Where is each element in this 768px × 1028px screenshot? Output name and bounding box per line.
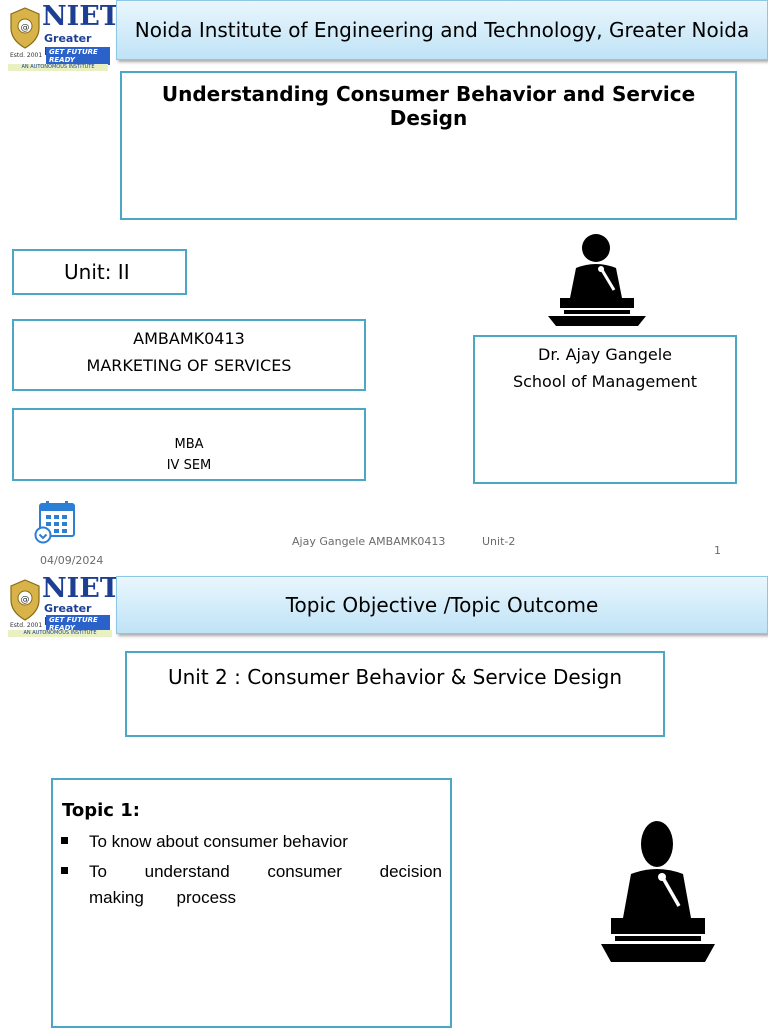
bullet-square-icon <box>61 837 68 844</box>
logo-tagline: GET FUTURE READY <box>46 47 110 65</box>
topic-header: Topic Objective /Topic Outcome <box>116 576 768 634</box>
list-item: To understand consumer decision making p… <box>53 859 442 911</box>
institute-title: Noida Institute of Engineering and Techn… <box>134 18 750 42</box>
svg-text:@: @ <box>21 23 30 33</box>
logo-wordmark: NIET <box>42 1 120 32</box>
course-info-box: AMBAMK0413 MARKETING OF SERVICES <box>12 319 366 391</box>
unit-label: Unit: II <box>64 260 130 284</box>
logo-footer-band: AN AUTONOMOUS INSTITUTE <box>8 630 112 637</box>
instructor-box: Dr. Ajay Gangele School of Management <box>473 335 737 484</box>
footer-unit: Unit-2 <box>482 535 516 548</box>
page-number: 1 <box>714 544 721 557</box>
unit-title-box: Unit 2 : Consumer Behavior & Service Des… <box>125 651 665 737</box>
topic-heading: Topic 1: <box>62 800 140 821</box>
logo-wordmark: NIET <box>42 573 120 604</box>
topic-header-title: Topic Objective /Topic Outcome <box>285 593 599 617</box>
slide-1: @ NIET Greater Noida GET FUTURE READY Es… <box>6 0 768 567</box>
instructor-name: Dr. Ajay Gangele <box>538 345 672 364</box>
logo-footer-band: AN AUTONOMOUS INSTITUTE <box>8 64 108 71</box>
niet-emblem-icon: @ <box>10 579 40 621</box>
course-code: AMBAMK0413 <box>133 329 245 348</box>
list-item: To know about consumer behavior <box>53 829 442 855</box>
semester: IV SEM <box>166 458 212 473</box>
bullet-text: To know about consumer behavior <box>89 832 348 851</box>
course-name: MARKETING OF SERVICES <box>86 356 292 375</box>
program-box: MBA IV SEM <box>12 408 366 481</box>
slide-2: @ NIET Greater Noida GET FUTURE READY Es… <box>0 570 768 1028</box>
institute-header: Noida Institute of Engineering and Techn… <box>116 0 768 60</box>
course-title-box: Understanding Consumer Behavior and Serv… <box>120 71 737 220</box>
logo-tagline: GET FUTURE READY <box>46 615 110 633</box>
logo-estd: Estd. 2001 <box>10 622 43 629</box>
speaker-at-podium-icon <box>601 821 715 962</box>
topic-box: Topic 1: To know about consumer behavior… <box>51 778 452 1028</box>
footer-date: 04/09/2024 <box>40 554 104 567</box>
course-title: Understanding Consumer Behavior and Serv… <box>161 82 696 130</box>
niet-logo: @ NIET Greater Noida GET FUTURE READY Es… <box>6 2 120 72</box>
bullet-text: To understand consumer decision making p… <box>89 862 442 907</box>
calendar-icon <box>34 501 75 544</box>
unit-title: Unit 2 : Consumer Behavior & Service Des… <box>167 665 623 689</box>
program-name: MBA <box>174 437 204 452</box>
instructor-school: School of Management <box>512 372 698 391</box>
topic-bullet-list: To know about consumer behavior To under… <box>53 829 442 911</box>
niet-emblem-icon: @ <box>10 7 40 49</box>
bullet-square-icon <box>61 867 68 874</box>
niet-logo: @ NIET Greater Noida GET FUTURE READY Es… <box>6 574 120 637</box>
logo-estd: Estd. 2001 <box>10 52 43 59</box>
unit-box: Unit: II <box>12 249 187 295</box>
svg-text:@: @ <box>21 595 30 605</box>
speaker-at-podium-icon <box>548 234 646 326</box>
footer-author: Ajay Gangele AMBAMK0413 <box>292 535 446 548</box>
